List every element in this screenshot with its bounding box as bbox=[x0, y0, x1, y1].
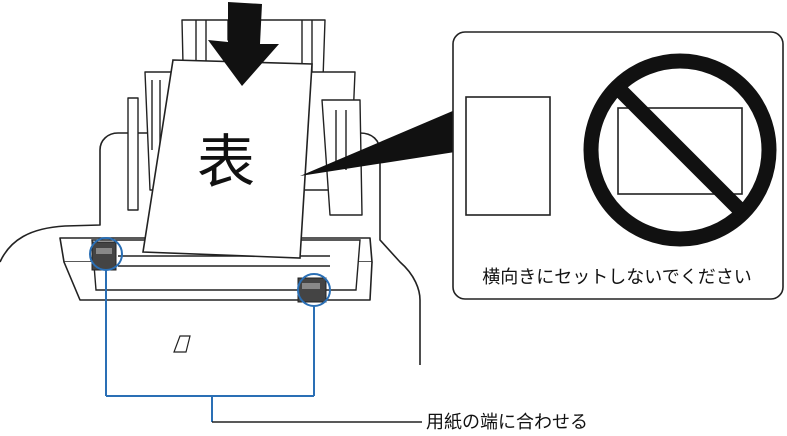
left-paper-guide bbox=[89, 237, 123, 271]
callout-text: 横向きにセットしないでください bbox=[482, 267, 751, 288]
portrait-paper-icon bbox=[465, 96, 551, 216]
right-paper-guide bbox=[297, 273, 331, 307]
paper-sheet: 表 bbox=[142, 59, 313, 259]
prohibited-icon bbox=[583, 53, 777, 247]
callout-pointer bbox=[300, 110, 455, 176]
callout-box: 横向きにセットしないでください bbox=[452, 31, 784, 300]
front-panel-mark bbox=[173, 335, 191, 353]
paper-face-label: 表 bbox=[197, 128, 255, 196]
down-arrow-icon bbox=[208, 2, 279, 86]
guide-bracket bbox=[105, 270, 422, 423]
guide-caption: 用紙の端に合わせる bbox=[426, 412, 588, 433]
